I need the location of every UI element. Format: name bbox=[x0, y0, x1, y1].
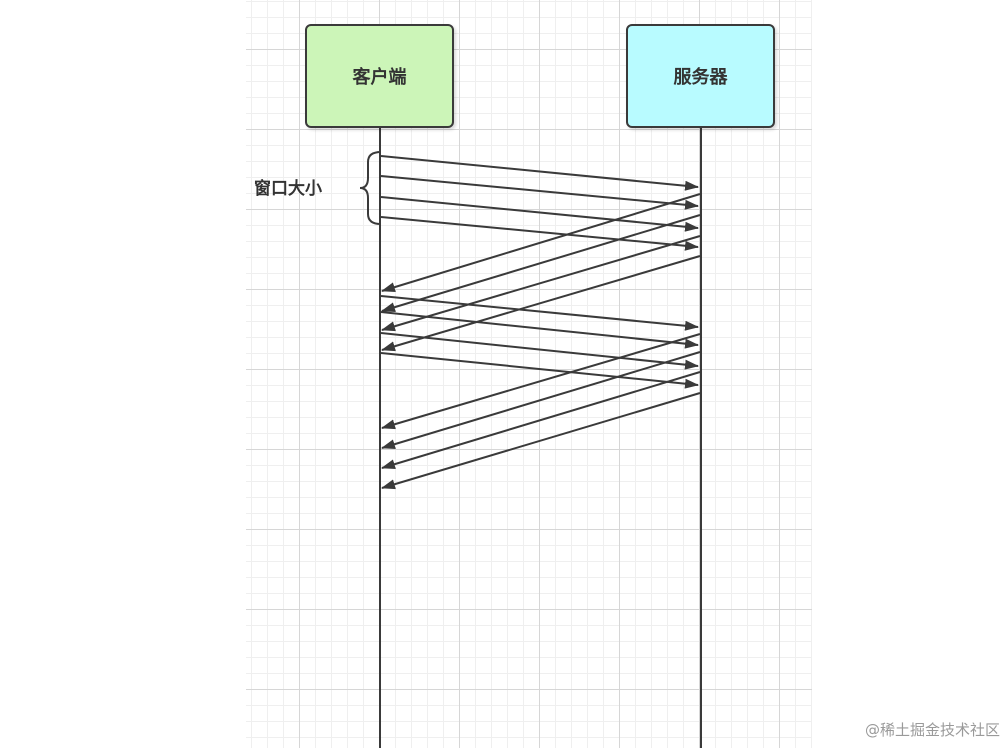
response-arrow-1-3 bbox=[381, 235, 701, 332]
response-arrow-2-1 bbox=[381, 333, 701, 430]
client-actor-box: 客户端 bbox=[305, 24, 454, 128]
request-arrow-2-3 bbox=[380, 332, 699, 370]
server-label: 服务器 bbox=[673, 67, 728, 88]
response-arrow-2-2 bbox=[381, 351, 701, 450]
request-arrow-1-3 bbox=[380, 196, 699, 232]
response-arrow-1-2 bbox=[381, 214, 701, 313]
request-arrow-2-4 bbox=[380, 352, 699, 389]
response-arrow-1-1 bbox=[381, 193, 701, 292]
window-size-label: 窗口大小 bbox=[254, 179, 322, 199]
response-arrow-2-3 bbox=[381, 371, 701, 470]
client-label: 客户端 bbox=[352, 67, 407, 88]
request-arrow-1-1 bbox=[380, 155, 699, 191]
request-arrow-2-2 bbox=[380, 311, 699, 349]
server-actor-box: 服务器 bbox=[626, 24, 775, 128]
response-arrow-2-4 bbox=[381, 392, 701, 490]
request-arrow-1-4 bbox=[380, 216, 699, 251]
watermark: @稀土掘金技术社区 bbox=[864, 721, 1000, 739]
request-arrow-2-1 bbox=[380, 295, 699, 331]
request-arrow-1-2 bbox=[380, 175, 699, 210]
response-arrow-1-4 bbox=[381, 255, 701, 352]
window-brace bbox=[359, 151, 382, 225]
